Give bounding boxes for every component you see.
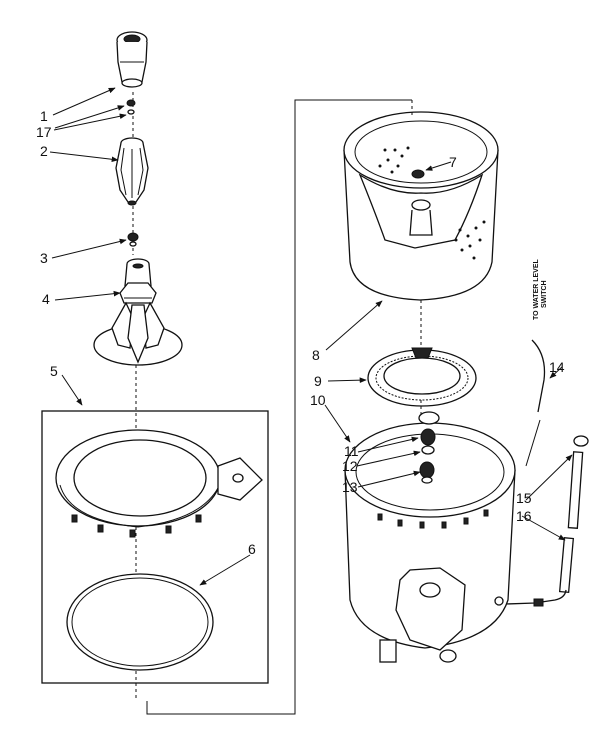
agitator-cap — [116, 31, 148, 88]
wash-basket — [343, 111, 499, 301]
note-line-2: SWITCH — [541, 280, 548, 308]
callout-12: 12 — [342, 458, 358, 474]
hub-ring — [367, 347, 477, 407]
nut — [127, 232, 139, 247]
callout-15: 15 — [516, 490, 532, 506]
callout-17: 17 — [36, 124, 52, 140]
callout-1: 1 — [40, 108, 48, 124]
callout-6: 6 — [248, 541, 256, 557]
agitator-cam — [115, 137, 149, 206]
hose-assembly — [505, 435, 589, 607]
callout-3: 3 — [40, 250, 48, 266]
callout-7: 7 — [449, 154, 457, 170]
assembly-group-box — [41, 410, 269, 684]
water-level-switch-note: TO WATER LEVEL SWITCH — [533, 258, 548, 320]
hub-components — [418, 411, 440, 484]
callout-11: 11 — [344, 443, 359, 459]
callout-4: 4 — [42, 291, 50, 307]
callout-9: 9 — [314, 373, 322, 389]
callout-16: 16 — [516, 508, 532, 524]
agitator-base — [93, 258, 183, 366]
leader-lines — [49, 87, 573, 586]
note-line-1: TO WATER LEVEL — [533, 258, 540, 320]
washer — [126, 99, 136, 115]
callout-2: 2 — [40, 143, 48, 159]
callout-5: 5 — [50, 363, 58, 379]
callout-13: 13 — [342, 479, 358, 495]
water-level-tube — [525, 339, 546, 467]
callout-10: 10 — [310, 392, 326, 408]
callout-8: 8 — [312, 347, 320, 363]
callout-14: 14 — [549, 359, 565, 375]
outer-tub — [344, 422, 516, 663]
seal-ring — [66, 573, 214, 671]
tub-ring — [55, 429, 263, 538]
